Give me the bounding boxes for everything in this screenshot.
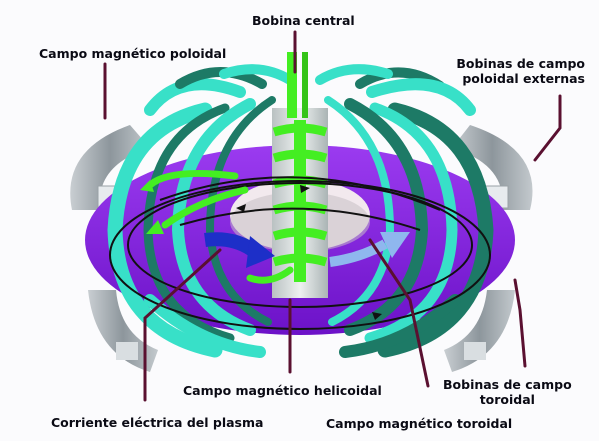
outer-poloidal-line2: poloidal externas	[456, 71, 585, 86]
toroidal-coils-back	[150, 69, 470, 110]
poloidal-field-text: Campo magnético poloidal	[39, 46, 226, 61]
helical-field-text: Campo magnético helicoidal	[183, 383, 382, 398]
outer-poloidal-line1: Bobinas de campo	[456, 56, 585, 71]
label-central-coil: Bobina central	[252, 13, 355, 28]
label-poloidal-field: Campo magnético poloidal	[39, 46, 226, 61]
label-helical-field: Campo magnético helicoidal	[183, 383, 382, 398]
label-outer-poloidal-coils: Bobinas de campo poloidal externas	[456, 56, 585, 86]
toroidal-field-text: Campo magnético toroidal	[326, 416, 512, 431]
toroidal-coils-line1: Bobinas de campo	[443, 377, 572, 392]
label-toroidal-coils: Bobinas de campo toroidal	[443, 377, 572, 407]
label-toroidal-field: Campo magnético toroidal	[326, 416, 512, 431]
label-plasma-current: Corriente eléctrica del plasma	[51, 415, 263, 430]
central-coil-text: Bobina central	[252, 13, 355, 28]
plasma-current-text: Corriente eléctrica del plasma	[51, 415, 263, 430]
toroidal-coils-line2: toroidal	[443, 392, 572, 407]
central-coil	[272, 52, 328, 298]
